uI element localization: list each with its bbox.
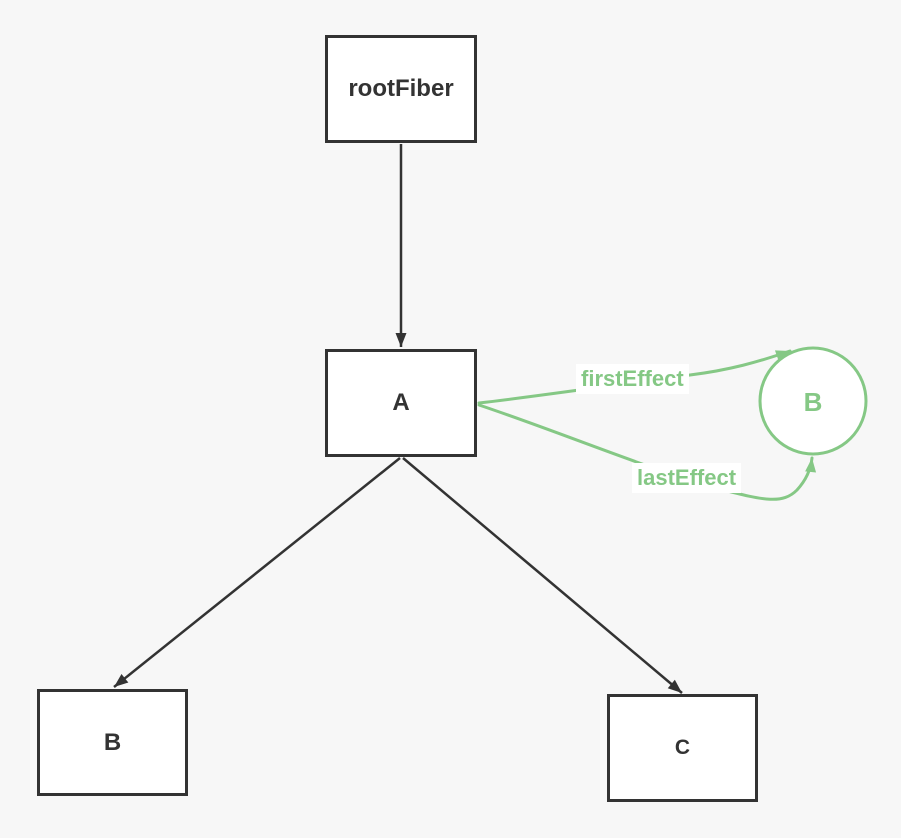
effect-node-b-label: B <box>803 387 823 417</box>
node-c-label: C <box>674 736 691 759</box>
node-b: B <box>37 689 188 796</box>
node-a-label: A <box>392 389 410 416</box>
node-rootfiber-label: rootFiber <box>348 75 454 102</box>
last-effect-label: lastEffect <box>632 463 742 493</box>
effect-node-circle <box>758 346 868 456</box>
first-effect-label: firstEffect <box>576 364 689 394</box>
node-b-label: B <box>103 728 122 756</box>
node-rootfiber: rootFiber <box>325 35 477 143</box>
node-a: A <box>325 349 477 457</box>
node-c: C <box>607 694 758 802</box>
arrow-a-to-c <box>402 457 683 694</box>
arrow-a-to-b <box>113 457 401 688</box>
